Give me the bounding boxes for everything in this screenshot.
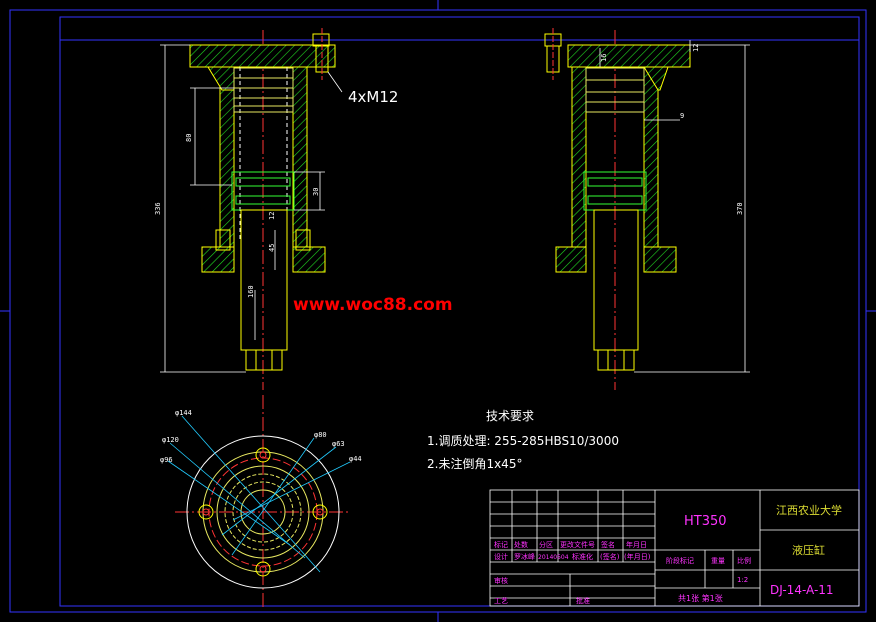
- dim-bore-depth: 80: [185, 134, 193, 142]
- diameter-label-6: φ44: [349, 455, 362, 463]
- tb-design-date: 20140504: [538, 554, 569, 561]
- tb-sign-placeholder: (签名): [600, 552, 620, 561]
- tb-scale-label: 比例: [737, 556, 751, 565]
- left-gland-left: [201, 246, 235, 273]
- dim-seal-offset: 12: [268, 212, 276, 220]
- right-flange-bolt: [544, 28, 562, 80]
- tb-material: HT350: [684, 514, 727, 529]
- left-top-flange: [189, 44, 336, 68]
- tb-drawing-number: DJ-14-A-11: [770, 583, 834, 597]
- left-seal-pack: [233, 67, 294, 113]
- left-flange-neck: [207, 66, 235, 91]
- tb-date-placeholder: (年月日): [624, 552, 651, 561]
- tb-approve-label: 批准: [576, 596, 590, 605]
- left-gland-right: [292, 246, 326, 273]
- dim-overall-height-right: 370: [736, 202, 744, 215]
- tb-stage-label: 阶段标记: [666, 556, 694, 565]
- tb-review-label: 审核: [494, 576, 508, 585]
- dim-wall: 9: [680, 112, 684, 120]
- tb-header-count: 处数: [514, 540, 528, 549]
- left-flange-bolt: [312, 28, 330, 80]
- dim-top-offset: 16: [600, 54, 608, 62]
- tb-part-name: 液压缸: [792, 543, 825, 557]
- diameter-label-2: φ120: [162, 436, 179, 444]
- bolt-callout: 4xM12: [348, 88, 398, 106]
- dim-overall-height-left: 336: [154, 202, 162, 215]
- tb-process-label: 工艺: [494, 597, 508, 605]
- tb-school: 江西农业大学: [776, 503, 842, 517]
- left-section-view: [160, 28, 343, 390]
- dim-piston-width: 30: [312, 188, 320, 196]
- bolt-hole-top: [255, 447, 271, 463]
- tech-item-1: 1.调质处理: 255-285HBS10/3000: [427, 434, 619, 448]
- tb-designer: 罗冰峰: [514, 552, 535, 561]
- tb-scale: 1:2: [737, 576, 748, 584]
- title-block-text: 标记 处数 分区 更改文件号 签名 年月日 设计 罗冰峰 20140504 标准…: [494, 503, 842, 605]
- bolt-hole-bottom: [255, 561, 271, 577]
- left-wall-left: [219, 66, 235, 248]
- tb-sheets: 共1张 第1张: [678, 593, 723, 603]
- tb-weight-label: 重量: [711, 557, 725, 565]
- bolt-hole-left: [198, 504, 214, 520]
- dim-top-height: 12: [692, 44, 700, 52]
- dim-rod-offset: 45: [268, 244, 276, 252]
- watermark: www.woc88.com: [293, 295, 453, 315]
- tb-header-change-doc: 更改文件号: [560, 540, 595, 549]
- tech-heading: 技术要求: [486, 409, 534, 423]
- diameter-label-4: φ80: [314, 431, 327, 439]
- top-view: [167, 395, 351, 610]
- tb-header-zone: 分区: [539, 540, 553, 549]
- bolt-hole-right: [312, 504, 328, 520]
- left-wall-right: [292, 66, 308, 248]
- left-piston-rod: [240, 209, 288, 351]
- right-piston-rod: [593, 209, 639, 351]
- left-rod-end: [245, 349, 283, 371]
- tb-header-date: 年月日: [626, 540, 647, 549]
- tb-header-mark: 标记: [494, 540, 508, 549]
- title-block: [489, 489, 860, 607]
- dim-stroke: 160: [247, 285, 255, 298]
- tech-item-2: 2.未注倒角1x45°: [427, 456, 522, 471]
- tb-header-sign: 签名: [601, 540, 615, 549]
- tb-design-label: 设计: [494, 552, 508, 561]
- right-section-view: [544, 28, 750, 390]
- right-top-flange: [567, 44, 691, 68]
- diameter-label-3: φ96: [160, 456, 173, 464]
- tb-standardize: 标准化: [572, 552, 593, 561]
- diameter-label-1: φ144: [175, 409, 192, 417]
- diameter-label-5: φ63: [332, 440, 345, 448]
